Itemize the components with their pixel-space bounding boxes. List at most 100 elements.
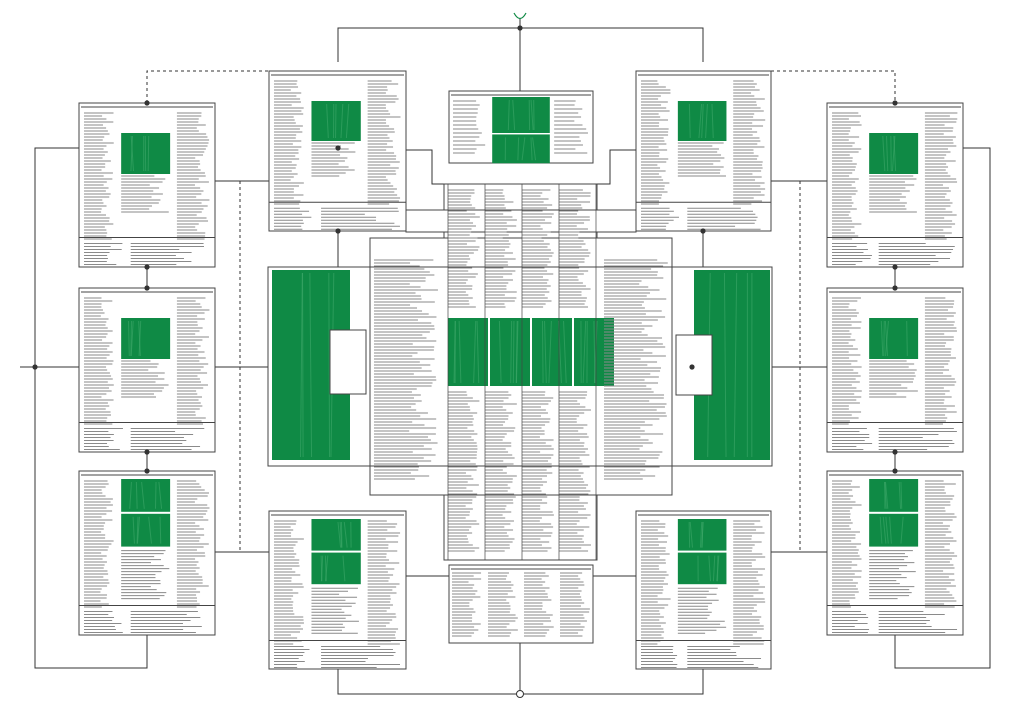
connector-line bbox=[406, 149, 444, 185]
connector-line bbox=[597, 149, 636, 185]
figure-texture bbox=[340, 103, 344, 139]
figure-texture bbox=[130, 320, 134, 357]
document-cards bbox=[78, 70, 964, 670]
connector-node bbox=[144, 468, 150, 474]
card-right-top bbox=[826, 102, 964, 268]
figure-texture bbox=[512, 99, 516, 131]
figure-texture bbox=[891, 135, 896, 172]
connector-node bbox=[700, 228, 706, 234]
figure-texture bbox=[130, 135, 134, 172]
figure-texture bbox=[906, 320, 908, 357]
connector-node bbox=[892, 449, 898, 455]
figure-texture bbox=[885, 516, 889, 544]
figure-texture bbox=[328, 272, 331, 458]
figure-texture bbox=[130, 135, 133, 172]
figure-texture bbox=[879, 516, 883, 544]
figure-texture bbox=[517, 137, 520, 161]
connector-node bbox=[892, 285, 898, 291]
connector-line bbox=[771, 70, 896, 103]
central-document-cluster bbox=[267, 183, 773, 561]
figure-texture bbox=[136, 516, 141, 544]
figure-texture bbox=[130, 320, 132, 357]
connector-node bbox=[335, 145, 341, 151]
green-figure bbox=[869, 318, 919, 359]
figure-texture bbox=[343, 521, 348, 548]
connector-nodes bbox=[32, 12, 898, 698]
figure-texture bbox=[886, 135, 889, 172]
center-inset-right bbox=[675, 334, 713, 396]
connector-node bbox=[689, 364, 695, 370]
card-upper-right bbox=[635, 70, 772, 232]
figure-texture bbox=[582, 320, 587, 384]
card-lower-left bbox=[268, 510, 407, 670]
figure-texture bbox=[880, 320, 884, 357]
figure-texture bbox=[530, 99, 534, 131]
figure-texture bbox=[141, 481, 145, 509]
figure-texture bbox=[324, 555, 329, 582]
figure-texture bbox=[453, 320, 456, 384]
figure-texture bbox=[135, 481, 138, 509]
connector-node bbox=[517, 25, 523, 31]
figure-texture bbox=[159, 516, 162, 544]
figure-texture bbox=[900, 481, 903, 509]
figure-texture bbox=[342, 555, 346, 582]
connector-node bbox=[32, 364, 38, 370]
figure-texture bbox=[898, 481, 902, 509]
card-frame bbox=[635, 70, 772, 232]
figure-texture bbox=[473, 320, 477, 384]
figure-texture bbox=[129, 481, 132, 509]
green-figure bbox=[492, 134, 550, 164]
figure-texture bbox=[476, 320, 480, 384]
figure-texture bbox=[716, 555, 720, 582]
green-figure bbox=[311, 552, 361, 585]
figure-texture bbox=[530, 137, 533, 161]
connector-line bbox=[34, 147, 148, 669]
figure-texture bbox=[885, 320, 889, 357]
figure-texture bbox=[882, 516, 887, 544]
figure-texture bbox=[884, 320, 889, 357]
figure-texture bbox=[712, 555, 716, 582]
top-terminal-mark bbox=[513, 12, 527, 20]
figure-texture bbox=[136, 516, 139, 544]
card-frame bbox=[268, 70, 407, 232]
figure-texture bbox=[884, 481, 887, 509]
figure-texture bbox=[541, 320, 544, 384]
figure-texture bbox=[138, 320, 141, 357]
figure-texture bbox=[326, 103, 329, 139]
figure-texture bbox=[300, 272, 303, 458]
figure-texture bbox=[302, 272, 304, 458]
figure-texture bbox=[521, 137, 526, 161]
figure-texture bbox=[723, 272, 727, 458]
card-lower-right bbox=[635, 510, 772, 670]
figure-texture bbox=[688, 521, 691, 548]
figure-texture bbox=[532, 137, 537, 161]
green-figure bbox=[492, 97, 550, 133]
green-figure bbox=[121, 479, 171, 512]
figure-texture bbox=[593, 320, 596, 384]
figure-texture bbox=[701, 521, 704, 548]
figure-texture bbox=[337, 521, 342, 548]
figure-texture bbox=[128, 320, 130, 357]
figure-texture bbox=[544, 320, 547, 384]
card-upper-left bbox=[268, 70, 407, 232]
center-band-frame bbox=[267, 266, 773, 467]
connector-node bbox=[144, 285, 150, 291]
green-figure bbox=[869, 479, 919, 512]
connector-lines bbox=[20, 18, 991, 695]
card-left-bottom bbox=[78, 470, 216, 636]
connector-line bbox=[146, 70, 269, 103]
figure-texture bbox=[701, 103, 704, 139]
card-top-center bbox=[448, 90, 594, 164]
connector-node bbox=[892, 100, 898, 106]
connector-line bbox=[894, 147, 991, 669]
figure-texture bbox=[882, 135, 886, 172]
figure-texture bbox=[699, 521, 703, 548]
card-right-bottom bbox=[826, 470, 964, 636]
connector-node bbox=[144, 100, 150, 106]
bottom-terminal-node bbox=[516, 690, 524, 698]
figure-texture bbox=[708, 555, 712, 582]
connector-node bbox=[144, 449, 150, 455]
connector-node bbox=[892, 264, 898, 270]
card-right-middle bbox=[826, 287, 964, 453]
